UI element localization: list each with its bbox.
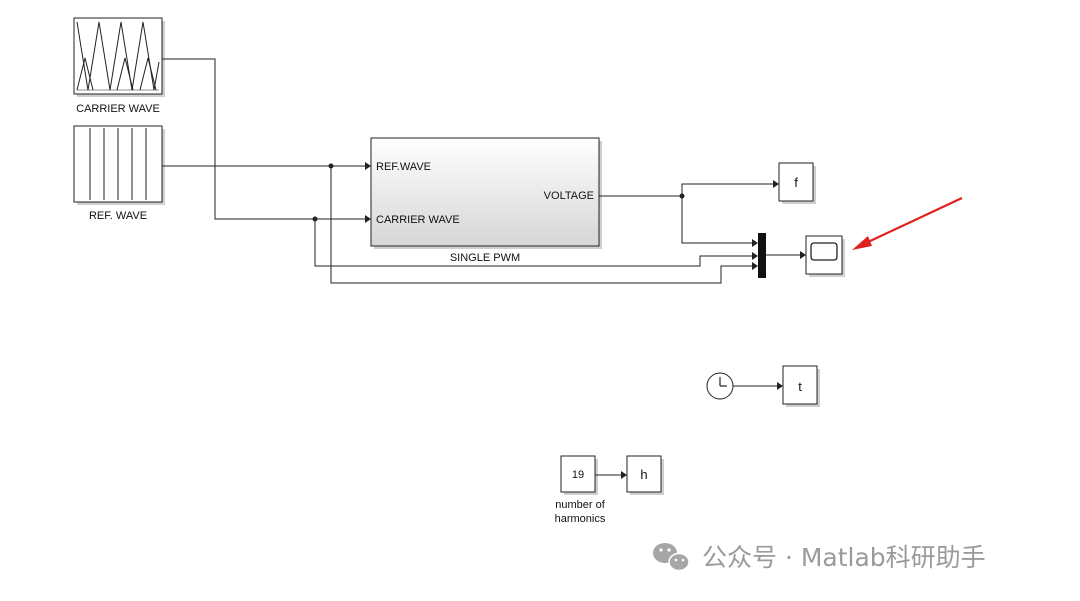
ref-wave-block[interactable] xyxy=(73,125,165,205)
pulse-train-icon xyxy=(89,128,147,200)
port-carrier-wave: CARRIER WAVE xyxy=(376,214,460,226)
f-label: f xyxy=(794,175,798,190)
constant-label-line2: harmonics xyxy=(555,513,606,525)
constant-label-line1: number of xyxy=(555,499,605,511)
arrowhead xyxy=(752,262,758,270)
single-pwm-label: SINGLE PWM xyxy=(450,252,520,264)
wire-voltage-to-f[interactable] xyxy=(599,183,773,197)
watermark: 公众号 · Matlab科研助手 xyxy=(653,543,986,572)
wire-voltage-to-mux[interactable] xyxy=(681,196,752,244)
arrowhead xyxy=(752,252,758,260)
arrowhead xyxy=(773,180,779,188)
watermark-text: 公众号 · Matlab科研助手 xyxy=(702,543,986,572)
to-workspace-f-block[interactable]: f xyxy=(778,162,816,204)
mux-block[interactable] xyxy=(758,233,766,278)
carrier-wave-label: CARRIER WAVE xyxy=(76,103,160,115)
wire-ref-branch-to-mux[interactable] xyxy=(330,166,752,284)
arrowhead xyxy=(777,382,783,390)
single-pwm-subsystem[interactable]: REF.WAVE CARRIER WAVE VOLTAGE xyxy=(370,137,602,249)
arrowhead xyxy=(752,239,758,247)
scope-screen-icon xyxy=(810,242,838,261)
arrowhead xyxy=(365,215,371,223)
clock-icon xyxy=(719,377,727,387)
wire-carrier-branch-to-mux[interactable] xyxy=(314,219,752,267)
constant-value: 19 xyxy=(572,469,584,481)
to-workspace-t-block[interactable]: t xyxy=(782,365,820,407)
port-ref-wave: REF.WAVE xyxy=(376,161,431,173)
arrowhead xyxy=(800,251,806,259)
t-label: t xyxy=(798,379,802,394)
wire-carrier-to-subsystem[interactable] xyxy=(162,58,365,220)
wechat-icon xyxy=(653,543,690,572)
h-label: h xyxy=(640,467,647,482)
to-workspace-h-block[interactable]: h xyxy=(626,455,664,495)
arrowhead xyxy=(365,162,371,170)
branch-point xyxy=(312,216,318,222)
annotation-arrow-icon xyxy=(852,197,963,250)
clock-block[interactable] xyxy=(706,372,734,400)
carrier-wave-block[interactable] xyxy=(73,17,165,97)
arrowhead xyxy=(621,471,627,479)
ref-wave-label: REF. WAVE xyxy=(89,210,147,222)
branch-point xyxy=(328,163,334,169)
constant-block[interactable]: 19 xyxy=(560,455,598,495)
scope-block[interactable] xyxy=(805,235,845,277)
port-voltage: VOLTAGE xyxy=(544,190,594,202)
